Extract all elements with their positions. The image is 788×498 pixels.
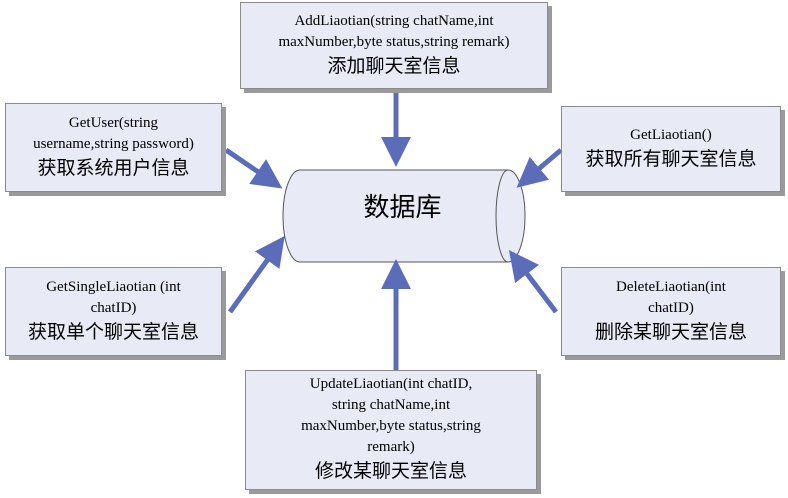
get-liaotian-signature: GetLiaotian() <box>630 126 712 143</box>
delete-liaotian-signature: DeleteLiaotian(int chatID) <box>616 278 726 316</box>
get-liaotian-box: GetLiaotian() 获取所有聊天室信息 <box>561 106 781 192</box>
get-user-signature: GetUser(string username,string password) <box>33 114 194 152</box>
database-label: 数据库 <box>363 193 442 222</box>
get-user-box: GetUser(string username,string password)… <box>5 103 222 192</box>
delete-liaotian-description: 删除某聊天室信息 <box>594 321 747 343</box>
add-liaotian-signature: AddLiaotian(string chatName,int maxNumbe… <box>278 12 510 50</box>
update-liaotian-box: UpdateLiaotian(int chatID, string chatNa… <box>245 370 537 490</box>
delete-liaotian-box: DeleteLiaotian(int chatID) 删除某聊天室信息 <box>561 267 781 356</box>
add-liaotian-box: AddLiaotian(string chatName,int maxNumbe… <box>240 2 548 89</box>
database-cylinder <box>282 169 526 263</box>
arrow-single-to-db <box>227 235 285 314</box>
arrow-getall-to-db <box>516 148 563 188</box>
update-liaotian-description: 修改某聊天室信息 <box>314 461 467 482</box>
arrow-delete-to-db <box>508 250 558 314</box>
update-liaotian-signature: UpdateLiaotian(int chatID, string chatNa… <box>301 376 481 455</box>
get-single-liaotian-signature: GetSingleLiaotian (int chatID) <box>46 278 181 316</box>
get-single-liaotian-box: GetSingleLiaotian (int chatID) 获取单个聊天室信息 <box>5 267 222 356</box>
arrow-getuser-to-db <box>224 147 283 189</box>
add-liaotian-description: 添加聊天室信息 <box>327 55 461 77</box>
get-single-liaotian-description: 获取单个聊天室信息 <box>27 321 199 343</box>
get-user-description: 获取系统用户信息 <box>37 157 190 179</box>
get-liaotian-description: 获取所有聊天室信息 <box>585 148 757 170</box>
